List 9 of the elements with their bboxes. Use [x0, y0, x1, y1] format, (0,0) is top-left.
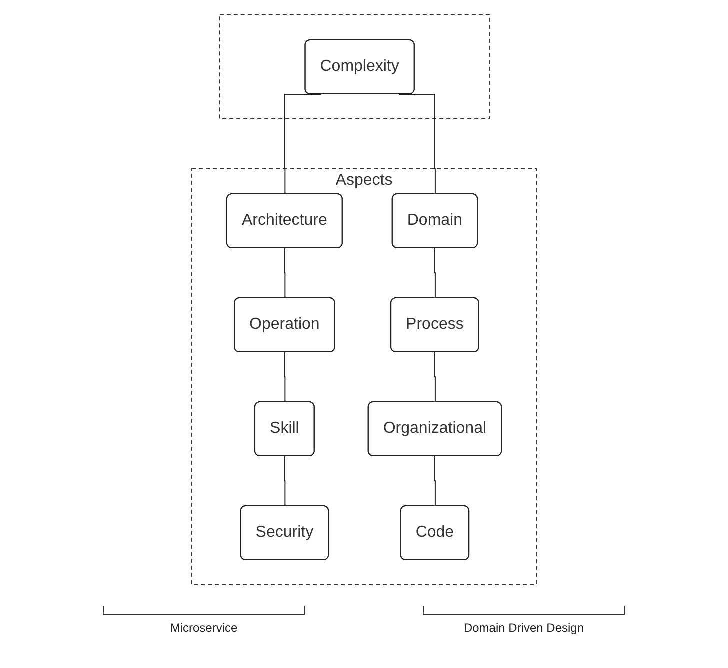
- bracket-label: Domain Driven Design: [464, 621, 584, 635]
- bracket-label: Microservice: [170, 621, 238, 635]
- connector: [284, 248, 286, 299]
- connector: [434, 352, 436, 403]
- connector: [434, 456, 436, 507]
- connector: [284, 352, 286, 403]
- connector: [434, 248, 436, 299]
- connector: [284, 456, 286, 507]
- cluster: [219, 14, 490, 120]
